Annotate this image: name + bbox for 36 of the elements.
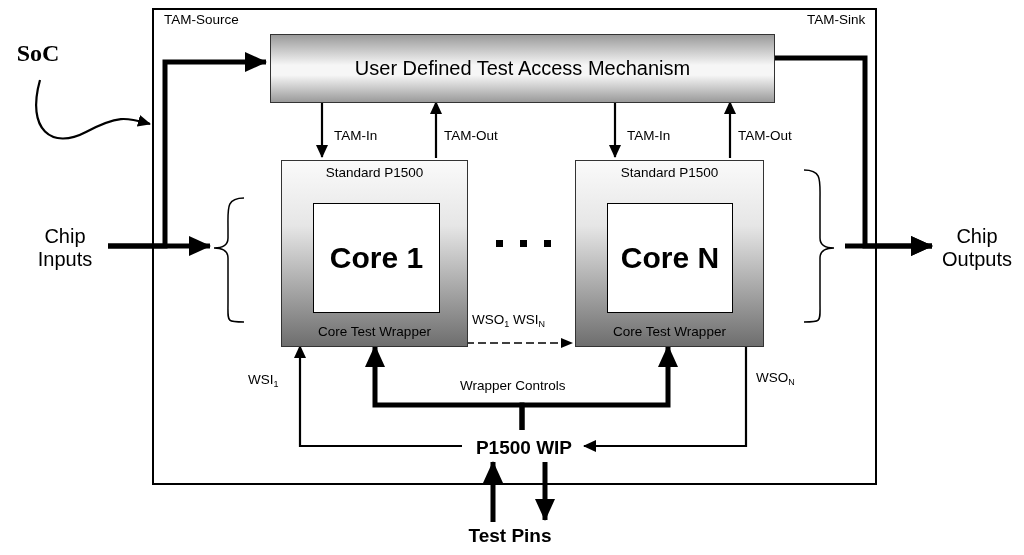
wrapper-box xyxy=(281,160,468,347)
io-label: Chip Outputs xyxy=(934,218,1020,278)
node-text: User Defined Test Access Mechanism xyxy=(354,57,691,80)
io-label: Chip Inputs xyxy=(22,218,108,278)
test-pins-label: Test Pins xyxy=(430,522,590,550)
edge-label: WSO$_{1}$ WSI$_{N}$ xyxy=(470,312,547,330)
connector-arrow xyxy=(724,101,736,158)
node-text: Core N xyxy=(620,240,720,276)
connector-arrow xyxy=(430,101,442,158)
core-box xyxy=(607,203,733,313)
node-text: Standard P1500 xyxy=(620,165,719,181)
curly-brace xyxy=(804,170,834,322)
wrapper-box xyxy=(575,160,764,347)
node-text: Core Test Wrapper xyxy=(613,324,726,340)
chip-boundary-box xyxy=(152,8,877,485)
core-box xyxy=(313,203,440,313)
connector-arrow xyxy=(316,101,328,158)
edge-label: WSI$_{1}$ xyxy=(246,372,281,390)
wip-label: P1500 WIP xyxy=(464,432,584,464)
connector-arrow xyxy=(483,461,503,522)
connector-arrow xyxy=(845,236,933,256)
connector-arrow xyxy=(609,101,621,158)
edge-label: Wrapper Controls xyxy=(458,378,568,395)
soc-label: SoC xyxy=(8,36,68,72)
curly-brace xyxy=(214,198,244,322)
tam-box xyxy=(270,34,775,103)
connector-arrow xyxy=(108,52,267,249)
leader-arrow xyxy=(35,79,151,140)
node-text: Core 1 xyxy=(329,240,424,276)
connector-arrow xyxy=(583,345,748,452)
connector-arrow xyxy=(535,462,555,521)
node-text: Core Test Wrapper xyxy=(318,324,431,340)
connector-arrow xyxy=(294,345,462,448)
edge-label: WSO$_{N}$ xyxy=(754,370,797,388)
connector-arrow xyxy=(519,345,678,430)
node-text: Standard P1500 xyxy=(325,165,424,181)
